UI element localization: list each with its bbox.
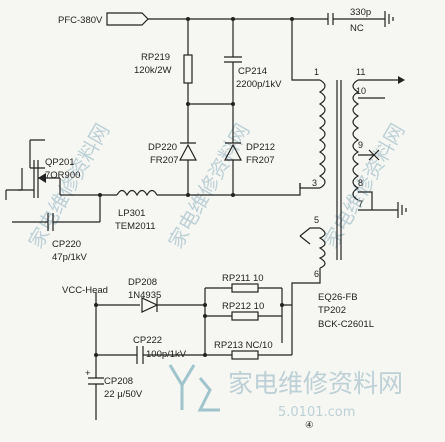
- svg-text:RP211 10: RP211 10: [222, 273, 264, 284]
- svg-text:22 μ/50V: 22 μ/50V: [104, 389, 143, 400]
- capacitor-cp208: + CP208 22 μ/50V: [85, 355, 143, 420]
- svg-text:BCK-C2601L: BCK-C2601L: [318, 319, 374, 330]
- pin9-nc-cross-icon: [358, 149, 380, 161]
- diode-dp212: DP212 FR207: [224, 104, 275, 195]
- pfc-input: PFC-380V: [58, 12, 149, 26]
- resistor-rp219: RP219 120k/2W: [134, 19, 193, 104]
- watermark-diagonal-1: 家电维修资料网: [24, 119, 115, 252]
- mosfet-qp201: QP201 7OR900: [5, 139, 80, 200]
- svg-text:CP220: CP220: [52, 239, 81, 250]
- svg-text:3: 3: [312, 178, 317, 188]
- shield-ground-icon: [299, 227, 320, 245]
- capacitor-330p: 330p NC: [327, 7, 394, 34]
- svg-text:FR207: FR207: [150, 155, 179, 166]
- svg-text:TP202: TP202: [318, 305, 346, 316]
- svg-text:EQ26-FB: EQ26-FB: [318, 292, 358, 303]
- ground-icon: [384, 11, 394, 27]
- svg-text:RP213 NC/10: RP213 NC/10: [214, 340, 273, 351]
- svg-text:6: 6: [314, 269, 319, 279]
- svg-text:9: 9: [358, 140, 363, 150]
- svg-text:7OR900: 7OR900: [45, 170, 80, 181]
- svg-text:+: +: [85, 368, 91, 379]
- svg-text:7: 7: [358, 199, 363, 209]
- watermark: 家电维修资料网 家电维修资料网 家电维修资料网 家电维修资料网 5.0101.c…: [24, 119, 410, 420]
- svg-text:CP208: CP208: [104, 376, 133, 387]
- svg-text:1: 1: [314, 67, 319, 77]
- transformer-tp202: 1 3 5 6 11 10 9 8 7 EQ26-FB TP202 BCK-C2…: [291, 19, 374, 330]
- watermark-diagonal-3: 家电维修资料网: [319, 119, 410, 252]
- svg-text:47p/1kV: 47p/1kV: [52, 252, 88, 263]
- svg-text:1N4935: 1N4935: [128, 290, 161, 301]
- capacitor-cp214: CP214 2200p/1kV: [224, 19, 282, 104]
- capacitor-cp222: CP222 100p/1kV: [133, 335, 187, 364]
- vcc-head-label: VCC-Head: [62, 285, 108, 296]
- watermark-url: 5.0101.com: [278, 405, 355, 420]
- svg-text:RP212 10: RP212 10: [222, 301, 264, 312]
- svg-text:RP219: RP219: [141, 52, 170, 63]
- svg-text:CP222: CP222: [133, 335, 162, 346]
- resistor-rp213: RP213 NC/10: [214, 340, 273, 360]
- svg-text:120k/2W: 120k/2W: [134, 65, 172, 76]
- svg-text:5: 5: [314, 215, 319, 225]
- svg-text:330p: 330p: [350, 7, 371, 18]
- svg-text:8: 8: [358, 178, 363, 188]
- svg-text:NC: NC: [350, 23, 364, 34]
- transformer-core: [336, 80, 342, 260]
- output-arrow-icon: [398, 76, 405, 84]
- svg-text:QP201: QP201: [45, 157, 75, 168]
- svg-text:LP301: LP301: [118, 208, 145, 219]
- svg-text:FR207: FR207: [246, 155, 275, 166]
- resistor-rp212: RP212 10: [222, 301, 264, 321]
- capacitor-cp220: CP220 47p/1kV: [12, 195, 101, 263]
- inductor-lp301: LP301 TEM2011: [115, 189, 158, 232]
- svg-text:DP208: DP208: [128, 277, 157, 288]
- svg-text:11: 11: [356, 67, 365, 77]
- pfc-label: PFC-380V: [58, 15, 103, 26]
- secondary-ground-icon: [397, 202, 407, 218]
- svg-text:TEM2011: TEM2011: [115, 221, 155, 232]
- watermark-chinese: 家电维修资料网: [228, 369, 403, 398]
- resistor-rp211: RP211 10: [222, 273, 264, 293]
- svg-text:100p/1kV: 100p/1kV: [146, 349, 187, 360]
- svg-text:CP214: CP214: [238, 66, 267, 77]
- svg-text:2200p/1kV: 2200p/1kV: [236, 79, 282, 90]
- figure-number: ④: [305, 420, 314, 431]
- svg-text:10: 10: [356, 86, 366, 96]
- svg-text:DP220: DP220: [148, 142, 177, 153]
- watermark-logo-icon: [168, 364, 220, 412]
- diode-dp208: DP208 1N4935: [128, 277, 205, 313]
- watermark-diagonal-2: 家电维修资料网: [164, 119, 255, 252]
- pfc-arrow-connector: [106, 12, 149, 26]
- diode-dp220: DP220 FR207: [148, 104, 197, 195]
- svg-text:DP212: DP212: [246, 142, 275, 153]
